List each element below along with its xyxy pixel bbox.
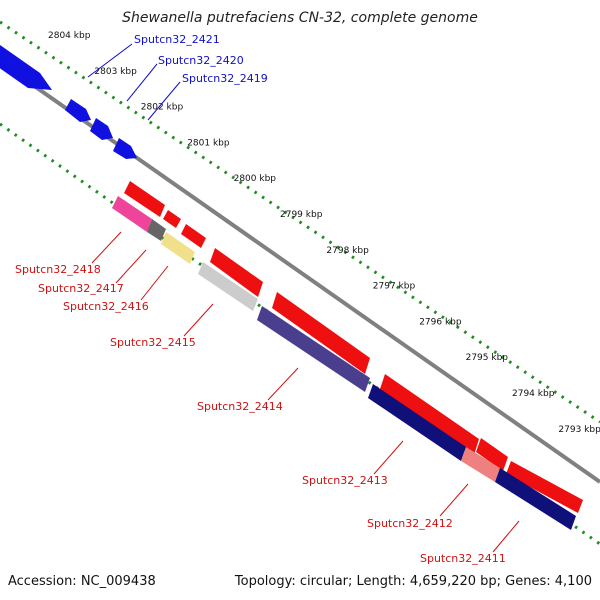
accession-text: Accession: NC_009438 <box>8 574 156 589</box>
gene-label-sputcn32-2417[interactable]: Sputcn32_2417 <box>38 282 124 295</box>
leader-line-2415 <box>183 303 214 337</box>
tick-label: 2798 kbp <box>326 246 369 256</box>
gene-label-sputcn32-2415[interactable]: Sputcn32_2415 <box>110 336 196 349</box>
cds-arrow-7[interactable] <box>476 438 508 471</box>
tick-label: 2800 kbp <box>234 174 277 184</box>
tick-label: 2794 kbp <box>512 389 555 399</box>
genome-summary-text: Topology: circular; Length: 4,659,220 bp… <box>234 574 592 589</box>
gene-label-sputcn32-2421[interactable]: Sputcn32_2421 <box>134 33 220 46</box>
cds-arrow-3[interactable] <box>181 224 206 248</box>
leader-line-2420 <box>126 63 158 102</box>
tick-rail-outer <box>0 20 600 424</box>
tick-label: 2793 kbp <box>558 425 600 435</box>
tick-label: 2801 kbp <box>187 138 230 148</box>
cds-arrow-1[interactable] <box>124 181 165 217</box>
gene-arrow-sputcn32-2419b[interactable] <box>113 138 137 159</box>
gene-label-sputcn32-2414[interactable]: Sputcn32_2414 <box>197 400 283 413</box>
tick-label: 2799 kbp <box>280 210 323 220</box>
leader-line-2417 <box>115 249 147 284</box>
gene-arrow-sputcn32-2419[interactable] <box>90 118 113 140</box>
tick-label: 2797 kbp <box>373 282 416 292</box>
leader-line-2412 <box>439 483 469 517</box>
cds-arrow-4[interactable] <box>210 248 263 297</box>
gene-block-sputcn32-2416[interactable] <box>161 232 195 264</box>
gene-label-sputcn32-2419[interactable]: Sputcn32_2419 <box>182 72 268 85</box>
cds-arrow-5[interactable] <box>272 292 370 374</box>
leader-line-2421 <box>87 43 133 78</box>
gene-label-sputcn32-2411[interactable]: Sputcn32_2411 <box>420 552 506 565</box>
tick-label: 2804 kbp <box>48 31 91 41</box>
figure-title: Shewanella putrefaciens CN-32, complete … <box>122 10 478 26</box>
gene-block-sputcn32-2418[interactable] <box>112 196 152 232</box>
tick-label: 2796 kbp <box>419 317 462 327</box>
leader-line-2414 <box>267 367 299 401</box>
tick-label: 2802 kbp <box>141 103 184 113</box>
gene-block-sputcn32-2414[interactable] <box>257 306 370 392</box>
tick-label: 2795 kbp <box>466 353 509 363</box>
leader-line-2411 <box>492 520 520 553</box>
leader-line-2419 <box>147 81 181 121</box>
gene-block-sputcn32-2413[interactable] <box>368 384 466 461</box>
gene-block-sputcn32-2412[interactable] <box>461 447 500 482</box>
gene-arrow-sputcn32-2421[interactable] <box>0 38 52 90</box>
gene-block-sputcn32-2417[interactable] <box>147 219 166 241</box>
gene-label-sputcn32-2418[interactable]: Sputcn32_2418 <box>15 263 101 276</box>
leader-line-2418 <box>91 231 122 264</box>
tick-label: 2803 kbp <box>94 67 137 77</box>
gene-label-sputcn32-2412[interactable]: Sputcn32_2412 <box>367 517 453 530</box>
gene-label-sputcn32-2413[interactable]: Sputcn32_2413 <box>302 474 388 487</box>
gene-arrow-sputcn32-2420[interactable] <box>65 99 91 122</box>
leader-line-2416 <box>140 265 169 301</box>
gene-features <box>0 38 583 530</box>
cds-arrow-2[interactable] <box>163 210 181 228</box>
gene-label-sputcn32-2420[interactable]: Sputcn32_2420 <box>158 54 244 67</box>
cds-arrow-8[interactable] <box>506 461 583 513</box>
cds-arrow-6[interactable] <box>380 374 479 455</box>
gene-block-sputcn32-2415[interactable] <box>198 262 258 311</box>
tick-marks: 2804 kbp 2803 kbp 2802 kbp 2801 kbp 2800 kbp… <box>48 31 600 435</box>
gene-label-sputcn32-2416[interactable]: Sputcn32_2416 <box>63 300 149 313</box>
gene-block-sputcn32-2411[interactable] <box>495 468 576 530</box>
leader-line-2413 <box>373 440 404 475</box>
